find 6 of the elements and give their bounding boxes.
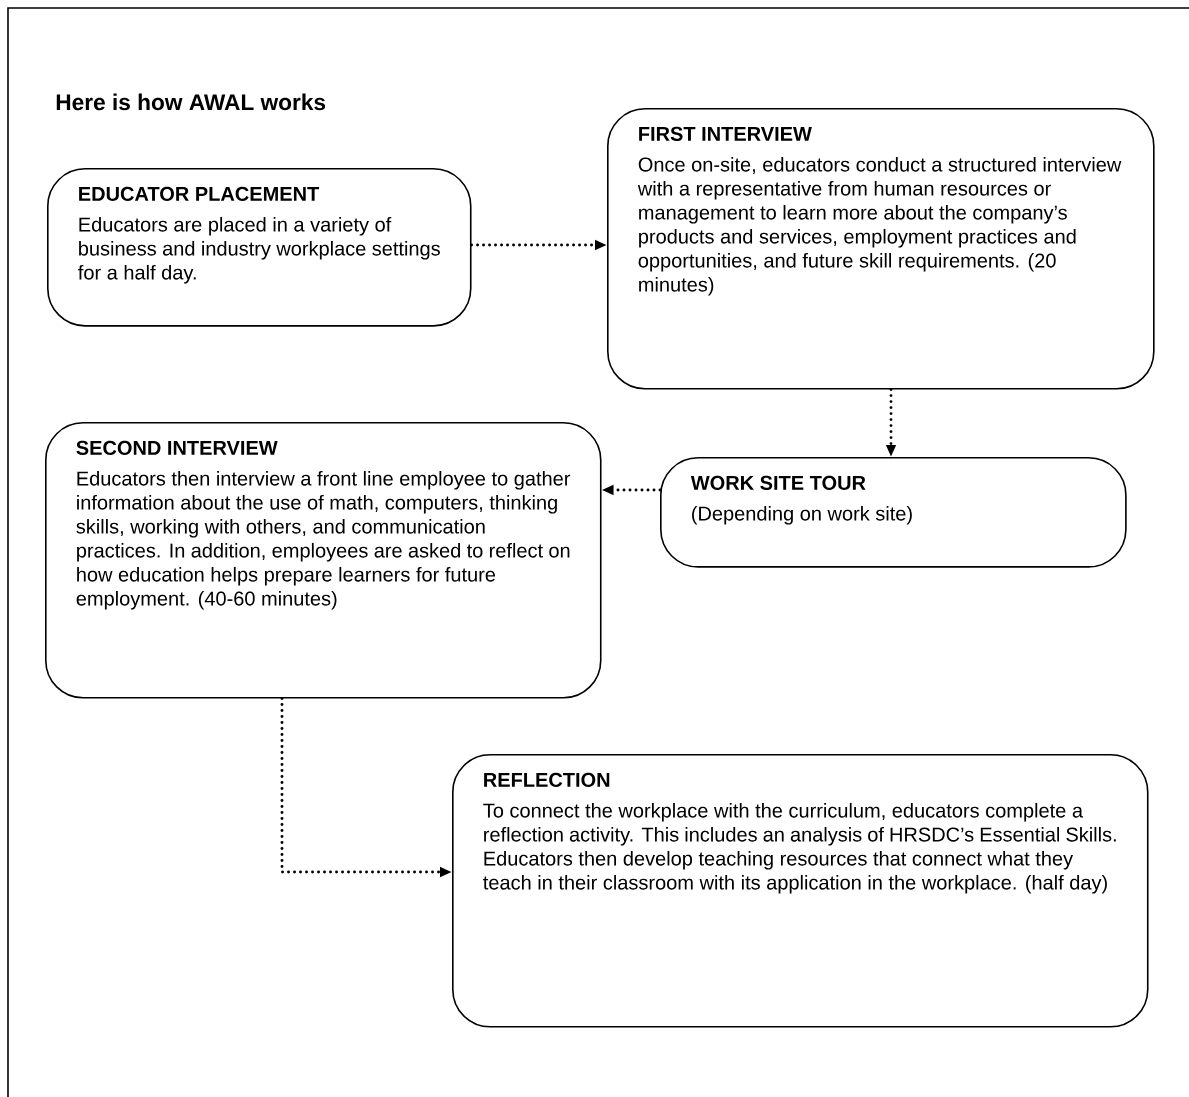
process-box: REFLECTION To connect the workplace with the curriculum, educators complete a reflection activity. This includes an analysis of HRSDC’s Essential Skills. Educators then develop teaching resources that connect what they teach in their classroom with its application in the workplace. (half day) bbox=[452, 754, 1149, 1028]
process-box: EDUCATOR PLACEMENT Educators are placed in a variety of business and industry workplace settings for a half day. bbox=[47, 168, 472, 327]
process-box: SECOND INTERVIEW Educators then interview a front line employee to gather information about the use of math, computers, thinking skills, working with others, and communication practices. In addition, employees are asked to reflect on how education helps prepare learners for future employment. (40-60 minutes) bbox=[45, 422, 602, 699]
process-box: FIRST INTERVIEW Once on-site, educators conduct a structured interview with a representative from human resources or management to learn more about the company’s products and services, employment practices and opportunities, and future skill requirements. (20 minutes) bbox=[607, 108, 1155, 390]
diagram-title: Here is how AWAL works bbox=[56, 93, 326, 111]
process-box: WORK SITE TOUR (Depending on work site) bbox=[660, 457, 1127, 568]
